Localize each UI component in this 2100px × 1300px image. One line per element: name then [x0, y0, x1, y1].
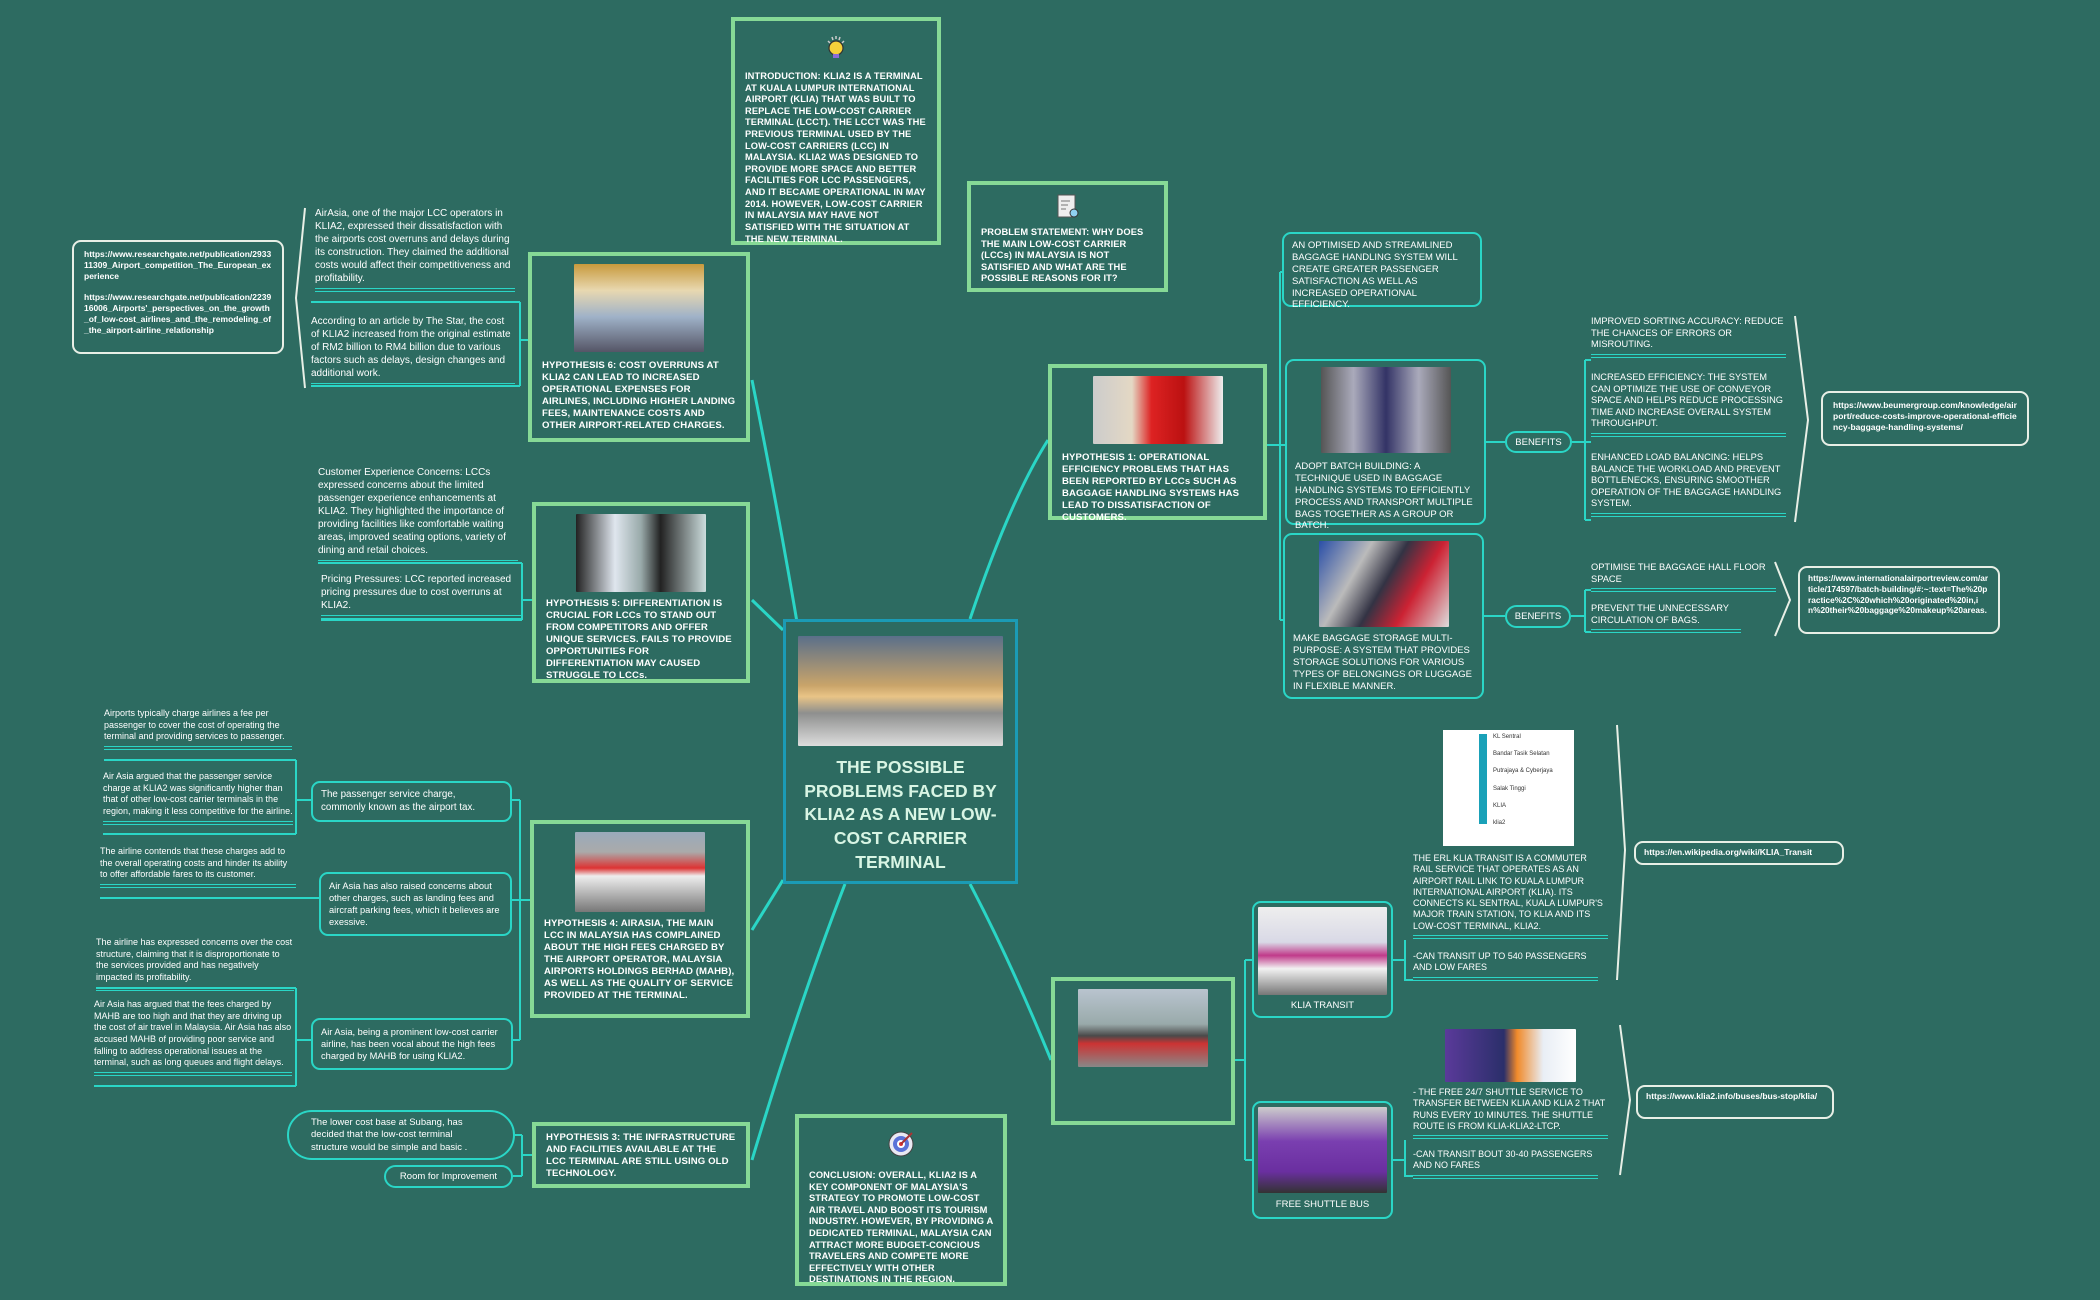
hyp4-note-fee-per-passenger[interactable]: Airports typically charge airlines a fee…	[104, 708, 292, 751]
storage-benefits-node[interactable]: BENEFITS	[1505, 605, 1571, 628]
shuttle-bus-photo	[1258, 1107, 1387, 1193]
reference-link-1[interactable]: https://www.researchgate.net/publication…	[84, 249, 272, 282]
storage-text: MAKE BAGGAGE STORAGE MULTI-PURPOSE: A SY…	[1293, 633, 1472, 692]
link-hyp6	[750, 379, 802, 641]
link-hyp3	[750, 883, 847, 1161]
batch-conveyor-photo	[1320, 367, 1451, 453]
central-topic[interactable]: THE POSSIBLE PROBLEMS FACED BY KLIA2 AS …	[783, 619, 1018, 884]
airport-sunset-photo	[798, 636, 1003, 746]
batch-benefits-node[interactable]: BENEFITS	[1505, 431, 1572, 453]
station-salak-tinggi: Salak Tinggi	[1493, 785, 1526, 792]
hypothesis-6-box[interactable]: HYPOTHESIS 6: COST OVERRUNS AT KLIA2 CAN…	[528, 252, 750, 442]
hyp4-branch-airport-tax[interactable]: The passenger service charge, commonly k…	[311, 781, 512, 823]
free-shuttle-bus-node[interactable]: FREE SHUTTLE BUS	[1252, 1101, 1393, 1219]
optimised-baggage-system[interactable]: AN OPTIMISED AND STREAMLINED BAGGAGE HAN…	[1282, 232, 1482, 310]
hyp6-note-airasia[interactable]: AirAsia, one of the major LCC operators …	[315, 207, 515, 292]
station-klia: KLIA	[1493, 802, 1507, 809]
lightbulb-icon	[745, 35, 927, 61]
station-putrajaya: Putrajaya & Cyberjaya	[1493, 768, 1553, 775]
hyp3-note-subang[interactable]: The lower cost base at Subang, has decid…	[287, 1110, 515, 1160]
check-in-hall-photo	[574, 264, 704, 352]
storage-reference-link[interactable]: https://www.internationalairportreview.c…	[1798, 566, 2000, 634]
batch-building-box[interactable]: ADOPT BATCH BUILDING: A TECHNIQUE USED I…	[1285, 359, 1486, 531]
hyp5-note-customer-experience[interactable]: Customer Experience Concerns: LCCs expre…	[318, 466, 518, 564]
hypothesis-1-box[interactable]: HYPOTHESIS 1: OPERATIONAL EFFICIENCY PRO…	[1048, 364, 1267, 523]
shuttle-reference-link[interactable]: https://www.klia2.info/buses/bus-stop/kl…	[1636, 1085, 1834, 1119]
hypothesis-5-box[interactable]: HYPOTHESIS 5: DIFFERENTIATION IS CRUCIAL…	[532, 502, 750, 683]
problem-statement-box[interactable]: PROBLEM STATEMENT: WHY DOES THE MAIN LOW…	[967, 181, 1168, 292]
storage-box[interactable]: MAKE BAGGAGE STORAGE MULTI-PURPOSE: A SY…	[1283, 533, 1484, 699]
storage-benefit-circulation[interactable]: PREVENT THE UNNECESSARY CIRCULATION OF B…	[1591, 603, 1741, 634]
link-hyp4	[750, 879, 785, 931]
reference-links-hyp6[interactable]: https://www.researchgate.net/publication…	[72, 240, 284, 354]
klia-transit-description[interactable]: THE ERL KLIA TRANSIT IS A COMMUTER RAIL …	[1413, 853, 1608, 939]
conclusion-box[interactable]: CONCLUSION: OVERALL, KLIA2 IS A KEY COMP…	[795, 1114, 1007, 1286]
klia-transit-label: KLIA TRANSIT	[1290, 1000, 1355, 1011]
link-hyp1	[968, 439, 1050, 620]
hypothesis-5-text: HYPOTHESIS 5: DIFFERENTIATION IS CRUCIAL…	[546, 598, 732, 681]
shuttle-description[interactable]: - THE FREE 24/7 SHUTTLE SERVICE TO TRANS…	[1413, 1087, 1608, 1139]
station-bandar-tasik-selatan: Bandar Tasik Selatan	[1493, 751, 1550, 758]
hypothesis-1-text: HYPOTHESIS 1: OPERATIONAL EFFICIENCY PRO…	[1062, 452, 1240, 523]
hypothesis-4-box[interactable]: HYPOTHESIS 4: AIRASIA, THE MAIN LCC IN M…	[530, 820, 750, 1018]
hyp4-branch-other-charges[interactable]: Air Asia has also raised concerns about …	[319, 872, 512, 937]
klia-transit-reference-link[interactable]: https://en.wikipedia.org/wiki/KLIA_Trans…	[1634, 841, 1844, 865]
document-search-icon	[981, 193, 1154, 221]
hypothesis-3-box[interactable]: HYPOTHESIS 3: THE INFRASTRUCTURE AND FAC…	[532, 1122, 750, 1188]
introduction-box[interactable]: INTRODUCTION: KLIA2 IS A TERMINAL AT KUA…	[731, 17, 941, 245]
hyp4-note-cost-structure[interactable]: The airline has expressed concerns over …	[96, 937, 294, 991]
conclusion-text: CONCLUSION: OVERALL, KLIA2 IS A KEY COMP…	[809, 1170, 993, 1285]
central-title: THE POSSIBLE PROBLEMS FACED BY KLIA2 AS …	[804, 757, 997, 872]
hyp5-note-pricing-pressures[interactable]: Pricing Pressures: LCC reported increase…	[321, 573, 523, 619]
klia-transit-train-photo	[1258, 907, 1387, 995]
station-klia2: klia2	[1493, 819, 1506, 826]
klia-transit-capacity[interactable]: -CAN TRANSIT UP TO 540 PASSENGERS AND LO…	[1413, 951, 1598, 981]
hyp4-note-charge-higher[interactable]: Air Asia argued that the passenger servi…	[103, 771, 293, 825]
storage-benefit-floor-space[interactable]: OPTIMISE THE BAGGAGE HALL FLOOR SPACE	[1591, 562, 1776, 593]
shuttle-banner-image	[1445, 1029, 1576, 1082]
shuttle-capacity[interactable]: -CAN TRANSIT BOUT 30-40 PASSENGERS AND N…	[1413, 1149, 1598, 1179]
free-shuttle-bus-label: FREE SHUTTLE BUS	[1275, 1199, 1370, 1210]
batch-reference-link[interactable]: https://www.beumergroup.com/knowledge/ai…	[1821, 391, 2029, 446]
hyp4-note-mahb-fees[interactable]: Air Asia has argued that the fees charge…	[94, 999, 292, 1077]
link-transport	[968, 883, 1053, 1061]
baggage-workers-photo	[1092, 376, 1223, 444]
hyp6-note-the-star[interactable]: According to an article by The Star, the…	[311, 315, 515, 387]
link-hyp5	[750, 598, 785, 632]
batch-building-text: ADOPT BATCH BUILDING: A TECHNIQUE USED I…	[1295, 461, 1473, 532]
hyp4-note-operating-costs[interactable]: The airline contends that these charges …	[100, 846, 296, 889]
station-kl-sentral: KL Sentral	[1493, 734, 1521, 740]
introduction-text: INTRODUCTION: KLIA2 IS A TERMINAL AT KUA…	[745, 71, 926, 244]
problem-statement-text: PROBLEM STATEMENT: WHY DOES THE MAIN LOW…	[981, 227, 1144, 284]
hyp4-branch-high-fees[interactable]: Air Asia, being a prominent low-cost car…	[311, 1018, 513, 1071]
airasia-planes-photo	[575, 832, 705, 912]
batch-benefit-efficiency[interactable]: INCREASED EFFICIENCY: THE SYSTEM CAN OPT…	[1591, 372, 1786, 438]
reference-link-2[interactable]: https://www.researchgate.net/publication…	[84, 292, 272, 336]
hyp3-note-room-for-improvement[interactable]: Room for Improvement	[384, 1165, 513, 1188]
baggage-storage-photo	[1318, 541, 1449, 627]
waiting-lounge-photo	[576, 514, 706, 592]
hypothesis-6-text: HYPOTHESIS 6: COST OVERRUNS AT KLIA2 CAN…	[542, 360, 736, 431]
target-icon	[809, 1130, 993, 1158]
transport-box[interactable]	[1051, 977, 1235, 1125]
klia-transit-node[interactable]: KLIA TRANSIT	[1252, 901, 1393, 1018]
hypothesis-4-text: HYPOTHESIS 4: AIRASIA, THE MAIN LCC IN M…	[544, 918, 735, 1001]
erl-route-map: KL Sentral Bandar Tasik Selatan Putrajay…	[1443, 730, 1574, 846]
transport-crowd-photo	[1078, 989, 1208, 1067]
reference-bracket	[294, 207, 306, 389]
batch-benefit-sorting[interactable]: IMPROVED SORTING ACCURACY: REDUCE THE CH…	[1591, 316, 1786, 358]
batch-benefit-load-balancing[interactable]: ENHANCED LOAD BALANCING: HELPS BALANCE T…	[1591, 452, 1786, 518]
